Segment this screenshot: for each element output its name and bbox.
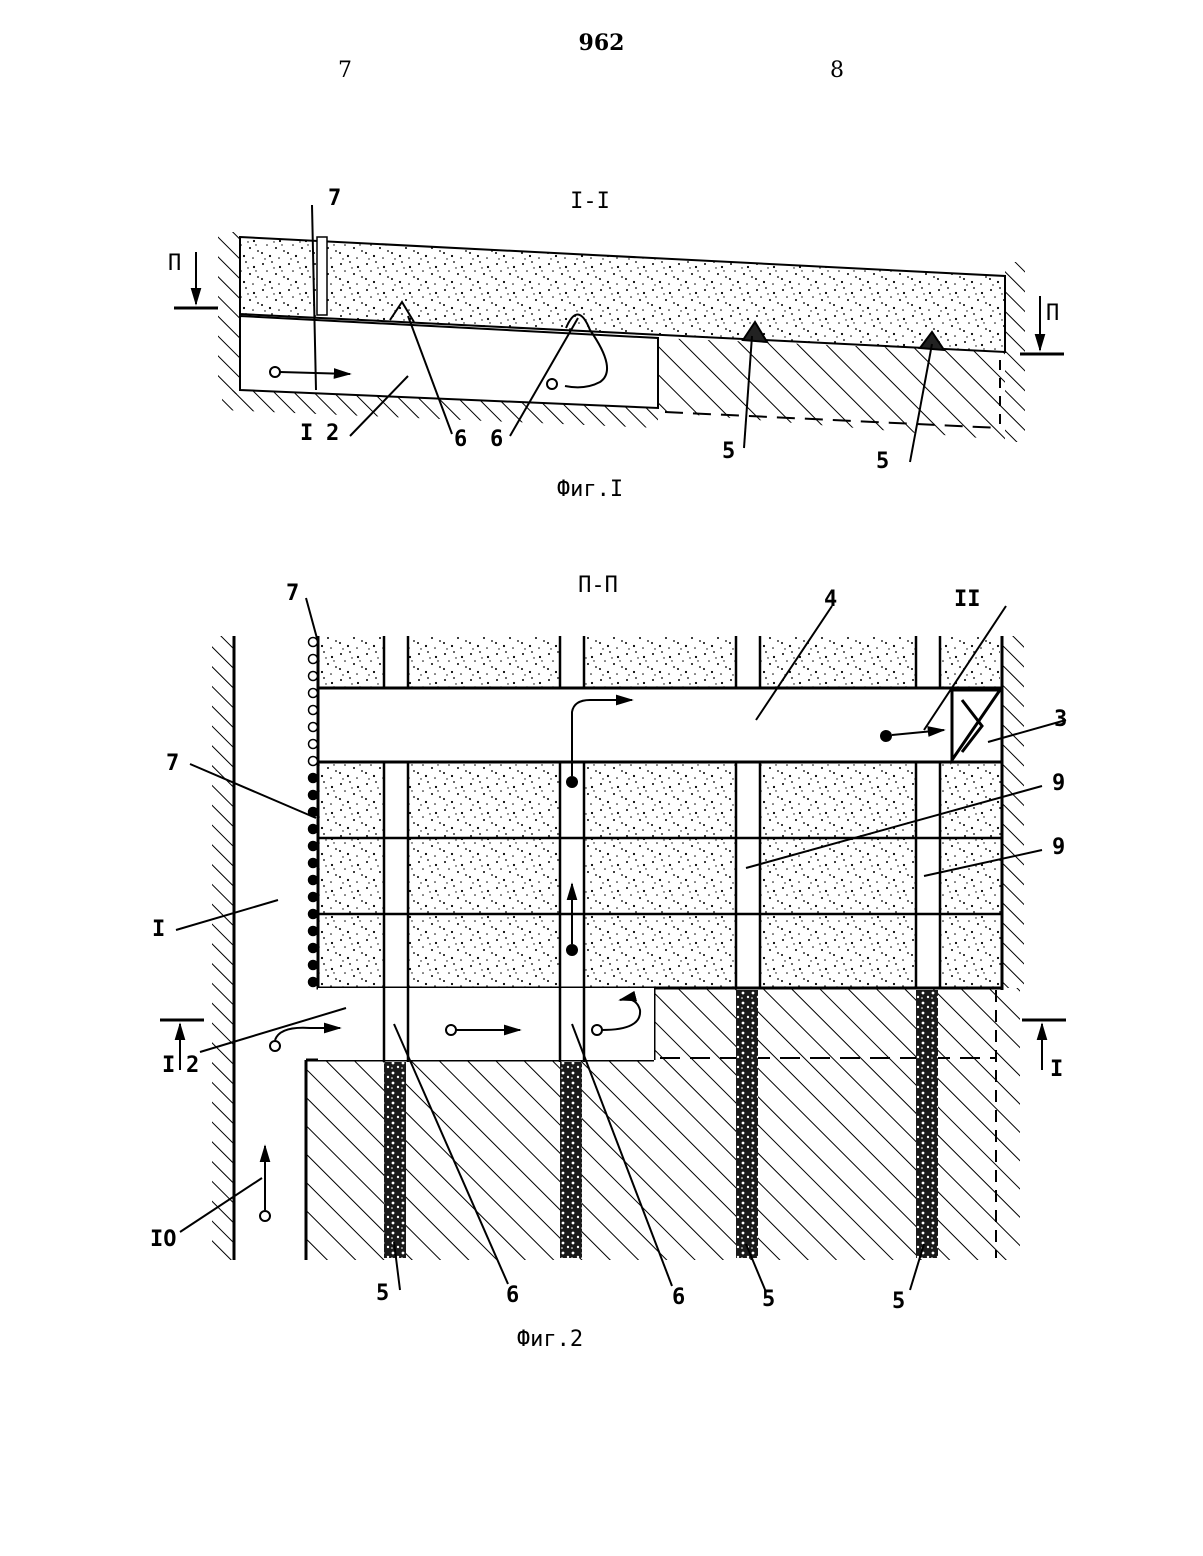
chain-bead [309, 706, 318, 715]
fig2-shaft-5a [384, 1062, 406, 1258]
fig1-rock-mass [658, 338, 1005, 440]
fig2-drift-4 [318, 688, 1002, 762]
fig2-ore-panel [318, 762, 1002, 988]
fig2-right-wall [1002, 636, 1024, 988]
fig2-label-9b: 9 [1052, 835, 1065, 860]
fig1-right-wall [1005, 262, 1025, 442]
fig1-section-mark-right: П [1046, 301, 1059, 326]
chain-bead [309, 791, 318, 800]
chain-bead [309, 723, 318, 732]
fig2-shaft-6 [560, 1062, 582, 1258]
fig1-label-7: 7 [328, 186, 341, 211]
chain-bead [309, 842, 318, 851]
fig1-label-5b: 5 [876, 449, 889, 474]
fig1-label-6b: 6 [490, 427, 503, 452]
chain-bead [309, 774, 318, 783]
fig2-label-6a: 6 [506, 1283, 519, 1308]
chain-bead [309, 927, 318, 936]
chain-bead [309, 757, 318, 766]
fig2-label-7-top: 7 [286, 581, 299, 606]
fig2-label-5b: 5 [762, 1287, 775, 1312]
fig1-label-2: 2 [326, 421, 339, 446]
fig1-section-mark-left: П [168, 251, 181, 276]
chain-bead [309, 689, 318, 698]
fig2-label-2: 2 [186, 1053, 199, 1078]
chain-bead [309, 961, 318, 970]
fig2-label-9a: 9 [1052, 771, 1065, 796]
fig1-label-5a: 5 [722, 439, 735, 464]
chain-bead [309, 978, 318, 987]
chain-bead [309, 944, 318, 953]
fig2-drift-2 [318, 988, 654, 1060]
fig1-element-7 [317, 237, 327, 315]
fig2-label-5c: 5 [892, 1289, 905, 1314]
chain-bead [309, 876, 318, 885]
fig2-label-11: II [954, 587, 981, 612]
chain-bead [309, 859, 318, 868]
fig2-section-title: П-П [578, 573, 618, 598]
fig2-rock-mass-right [654, 988, 1020, 1060]
fig2-element-7-beads [309, 638, 318, 987]
fig2-rock-mass-lower [306, 1060, 1020, 1260]
chain-bead [309, 825, 318, 834]
fig2-label-10: IO [150, 1227, 177, 1252]
chain-bead [309, 893, 318, 902]
fig2-label-3: 3 [1054, 707, 1067, 732]
chain-bead [309, 740, 318, 749]
fig2-caption: Фиг.2 [517, 1327, 583, 1352]
fig2-label-6b: 6 [672, 1285, 685, 1310]
fig2-section-mark-right: I [1050, 1057, 1063, 1082]
fig1-left-wall [218, 232, 240, 394]
chain-bead [309, 910, 318, 919]
fig2-section-mark-left: I [162, 1053, 175, 1078]
fig2-label-5a: 5 [376, 1281, 389, 1306]
figure-1: I-I П П [168, 186, 1064, 502]
chain-bead [309, 672, 318, 681]
fig2-label-7-left: 7 [166, 751, 179, 776]
fig2-shaft-5b [736, 990, 758, 1258]
fig2-label-4: 4 [824, 587, 837, 612]
chain-bead [309, 655, 318, 664]
fig2-left-wall [212, 636, 234, 1260]
fig2-shaft-5c [916, 990, 938, 1258]
fig1-section-title: I-I [570, 189, 610, 214]
fig1-caption: Фиг.I [557, 477, 623, 502]
figure-2: П-П [150, 573, 1067, 1352]
fig1-label-1: I [300, 421, 313, 446]
fig1-label-6a: 6 [454, 427, 467, 452]
fig2-label-1: I [152, 917, 165, 942]
